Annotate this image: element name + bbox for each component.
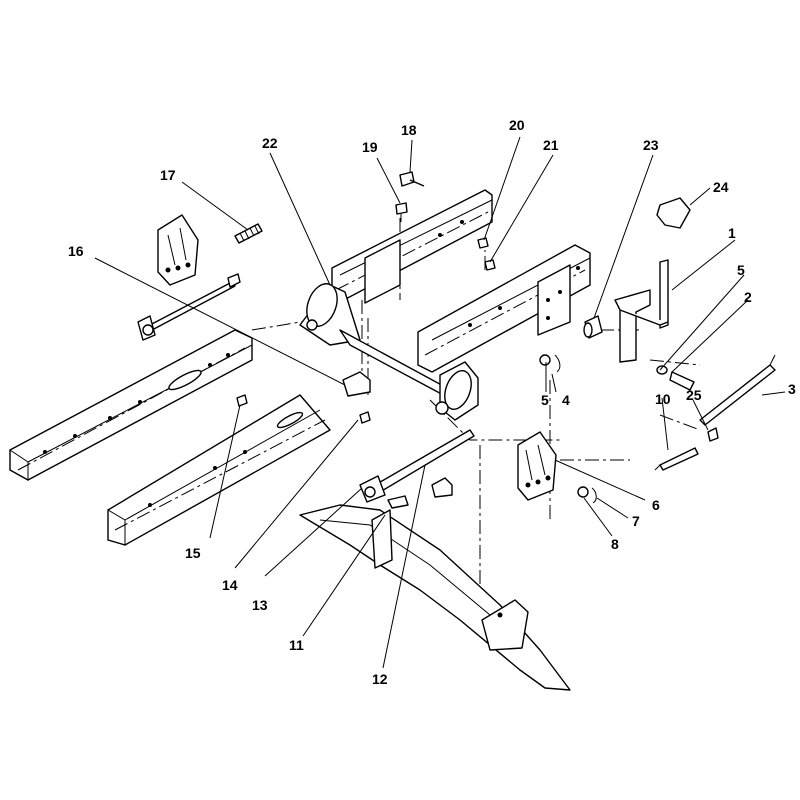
callout-1: 1 xyxy=(728,225,736,241)
pivot-axle-assembly xyxy=(299,283,479,421)
assembly-centerlines xyxy=(251,218,701,600)
bolts-top xyxy=(395,171,425,222)
lift-link xyxy=(359,429,475,509)
callout-3: 3 xyxy=(788,381,796,397)
callout-leaders xyxy=(94,136,786,669)
pin-and-washer-right xyxy=(577,486,597,504)
callout-16: 16 xyxy=(68,243,84,259)
callout-15: 15 xyxy=(185,545,201,561)
left-frame-rail xyxy=(9,329,253,481)
callout-11: 11 xyxy=(289,637,304,653)
lift-rod xyxy=(654,354,776,471)
callout-5-lower: 5 xyxy=(541,392,549,408)
callout-labels: 1 2 3 4 5 5 6 7 8 10 11 12 13 14 15 16 1… xyxy=(68,117,796,687)
callout-6: 6 xyxy=(652,497,660,513)
callout-21: 21 xyxy=(543,137,559,153)
callout-22: 22 xyxy=(262,135,278,151)
callout-5-upper: 5 xyxy=(737,262,745,278)
deck-hitch-arm xyxy=(299,504,571,691)
left-tie-rod xyxy=(137,273,241,341)
right-lift-bracket xyxy=(517,431,557,501)
mounting-clips xyxy=(236,371,453,498)
right-cross-channel xyxy=(417,244,591,373)
spring xyxy=(234,223,263,244)
pin-and-washer-center xyxy=(539,354,561,373)
lever-bolt xyxy=(656,365,695,391)
lift-lever xyxy=(614,197,691,363)
callout-7: 7 xyxy=(632,513,640,529)
lower-frame-rail xyxy=(107,394,331,546)
callout-4: 4 xyxy=(562,392,570,408)
callout-17: 17 xyxy=(160,167,176,183)
callout-2: 2 xyxy=(744,289,752,305)
callout-10: 10 xyxy=(655,391,671,407)
nuts-top xyxy=(477,237,496,271)
callout-18: 18 xyxy=(401,122,417,138)
bushing xyxy=(583,315,603,339)
callout-13: 13 xyxy=(252,597,268,613)
callout-25: 25 xyxy=(686,387,702,403)
callout-8: 8 xyxy=(611,536,619,552)
callout-19: 19 xyxy=(362,139,378,155)
callout-12: 12 xyxy=(372,671,388,687)
left-lift-bracket xyxy=(157,214,199,286)
callout-14: 14 xyxy=(222,577,238,593)
callout-20: 20 xyxy=(509,117,525,133)
callout-23: 23 xyxy=(643,137,659,153)
callout-24: 24 xyxy=(713,179,729,195)
upper-cross-channel xyxy=(331,189,493,304)
